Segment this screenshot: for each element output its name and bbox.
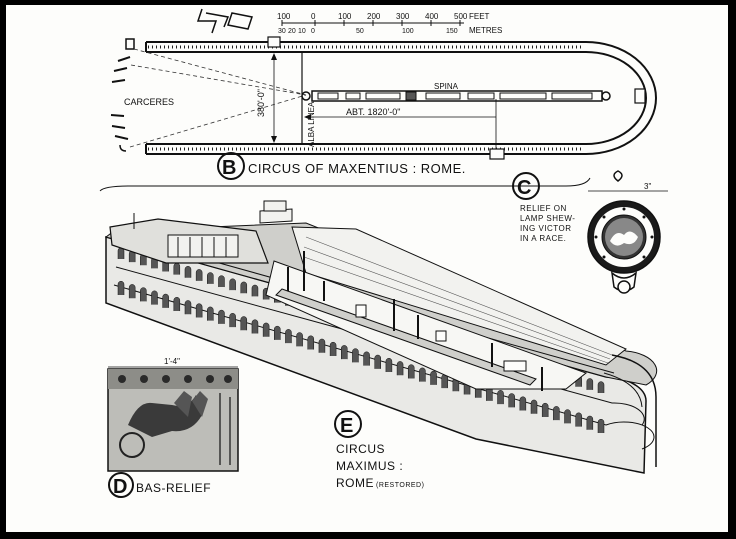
metre-tick: 0 xyxy=(311,28,315,35)
drawing-sheet: CARCERES SPINA ALBA LINEA 380'-0" ABT. 1… xyxy=(6,5,728,532)
feet-tick: 200 xyxy=(367,12,381,21)
lower-arcade xyxy=(117,281,605,433)
caption-e-line: MAXIMUS : xyxy=(336,459,403,473)
plate-letter-e: E xyxy=(340,415,353,437)
arch xyxy=(553,406,560,421)
arch xyxy=(586,378,594,390)
arch xyxy=(396,361,404,376)
length-dimension-label: ABT. 1820'-0" xyxy=(346,107,400,117)
lamp-caption-line: LAMP SHEW- xyxy=(520,214,575,223)
spina-label: SPINA xyxy=(434,82,459,91)
feet-tick: 100 xyxy=(277,12,291,21)
arch xyxy=(374,354,381,369)
arch xyxy=(307,335,315,350)
arch xyxy=(519,396,527,411)
arch xyxy=(162,293,169,308)
lamp-dimension: 3" xyxy=(644,182,651,191)
arch xyxy=(251,319,259,334)
metre-tick: 10 xyxy=(298,28,306,35)
plate-letter-d: D xyxy=(113,476,127,498)
plate-letter-b: B xyxy=(222,157,236,179)
arch xyxy=(195,303,203,318)
metre-tick: 20 xyxy=(288,28,296,35)
arch xyxy=(151,290,158,305)
arch xyxy=(352,348,359,363)
arch xyxy=(363,351,370,366)
arch xyxy=(184,266,192,278)
arch xyxy=(173,263,181,275)
plate-letter-c: C xyxy=(517,177,531,199)
arch xyxy=(262,322,270,337)
lamp-caption-line: IN A RACE. xyxy=(520,234,566,243)
caption-b-text: CIRCUS OF MAXENTIUS : ROME. xyxy=(248,161,466,176)
arch xyxy=(530,399,538,414)
arch xyxy=(541,402,549,417)
metre-tick: 30 xyxy=(278,28,286,35)
arch xyxy=(117,281,125,295)
lamp-caption-line: ING VICTOR xyxy=(520,224,572,233)
arch xyxy=(341,345,348,360)
alba-linea-label: ALBA LINEA xyxy=(307,101,316,147)
caption-e-line: ROME xyxy=(336,476,374,490)
arch xyxy=(285,329,292,344)
arch xyxy=(218,275,225,288)
arch xyxy=(240,316,248,331)
metre-tick: 150 xyxy=(446,28,458,35)
caption-e-line: CIRCUS xyxy=(336,442,385,456)
arch xyxy=(575,412,582,427)
arch xyxy=(329,342,337,356)
arch xyxy=(184,300,192,315)
arch xyxy=(229,278,236,291)
arch xyxy=(274,325,281,340)
arch xyxy=(564,409,571,424)
arch xyxy=(597,381,605,393)
feet-unit: FEET xyxy=(469,12,490,21)
feet-tick: 300 xyxy=(396,12,410,21)
arch xyxy=(497,390,504,405)
metre-tick: 50 xyxy=(356,28,364,35)
arch xyxy=(240,281,248,294)
caption-e: E CIRCUS MAXIMUS : ROME (RESTORED) xyxy=(334,410,424,490)
caption-e-note: (RESTORED) xyxy=(376,482,424,489)
circus-maxentius-plan: CARCERES SPINA ALBA LINEA 380'-0" ABT. 1… xyxy=(110,36,657,160)
arch xyxy=(128,284,136,299)
arch xyxy=(430,370,437,385)
arch xyxy=(318,338,326,353)
metre-tick: 100 xyxy=(402,28,414,35)
arch xyxy=(419,367,426,382)
lamp-relief: C RELIEF ON LAMP SHEW- ING VICTOR IN A R… xyxy=(512,170,668,294)
arch xyxy=(296,332,303,347)
arch xyxy=(385,358,393,373)
arch xyxy=(140,287,147,302)
arch xyxy=(195,269,203,281)
metre-tick-labels: 30 20 10 0 50 100 150 METRES xyxy=(278,26,502,35)
metre-unit: METRES xyxy=(469,26,502,35)
relief-dimension: 1'-4" xyxy=(164,357,180,366)
circus-maximus-view xyxy=(104,200,658,474)
feet-tick-labels: 100 0 100 200 300 400 500 FEET xyxy=(277,12,490,21)
arch xyxy=(586,415,594,430)
scale-bar: 100 0 100 200 300 400 500 FEET 30 20 10 … xyxy=(277,12,502,35)
arch xyxy=(207,306,214,321)
arch xyxy=(251,284,259,297)
feet-tick: 400 xyxy=(425,12,439,21)
feet-tick: 500 xyxy=(454,12,468,21)
north-marker xyxy=(196,8,253,34)
arch xyxy=(218,309,225,324)
feet-tick: 100 xyxy=(338,12,352,21)
carceres-label: CARCERES xyxy=(124,97,174,107)
arch xyxy=(597,419,605,433)
lamp-caption-line: RELIEF ON xyxy=(520,204,567,213)
arch xyxy=(508,393,515,408)
feet-tick: 0 xyxy=(311,12,316,21)
caption-b: B CIRCUS OF MAXENTIUS : ROME. xyxy=(217,152,466,180)
caption-d-text: BAS-RELIEF xyxy=(136,481,211,495)
arch xyxy=(173,297,181,312)
arch xyxy=(229,313,236,328)
width-dimension-label: 380'-0" xyxy=(256,89,266,117)
arch xyxy=(207,272,214,284)
bas-relief: 1'-4" D BAS-RELIEF xyxy=(107,357,239,498)
arch xyxy=(407,364,415,379)
illustration-plate: CARCERES SPINA ALBA LINEA 380'-0" ABT. 1… xyxy=(99,8,668,498)
